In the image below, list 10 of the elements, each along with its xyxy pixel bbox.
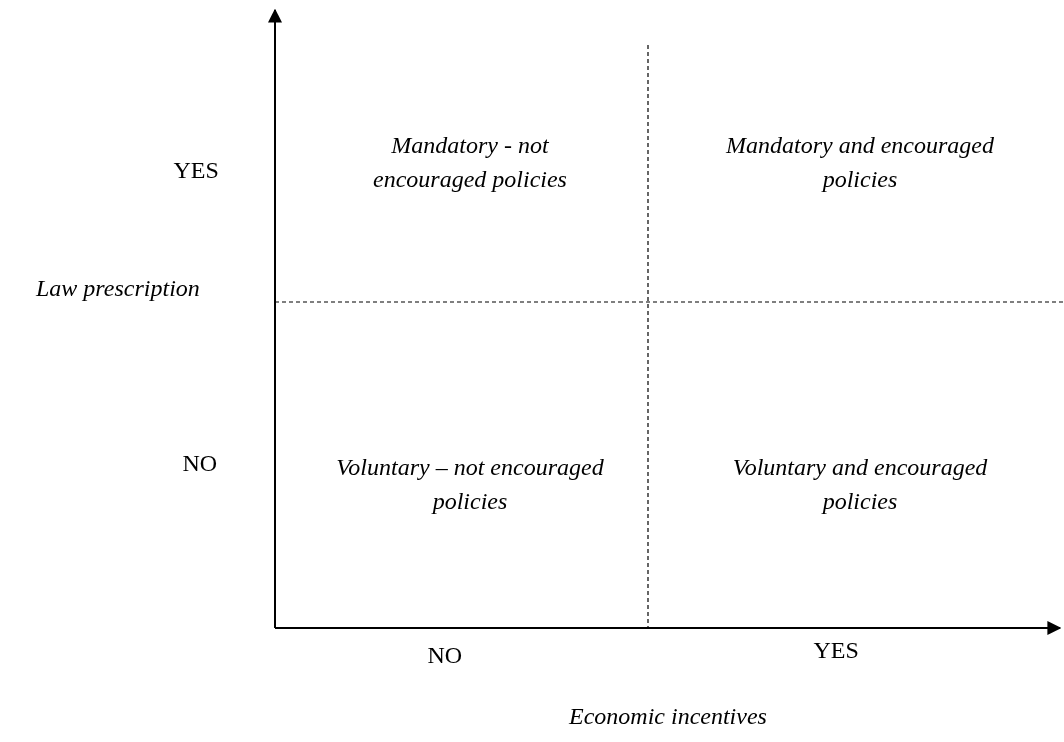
axis-value-label: YES [173, 156, 219, 185]
axis-title: Economic incentives [569, 702, 767, 731]
axis-value-label: NO [427, 641, 463, 670]
axis-value-label: NO [182, 449, 218, 478]
quadrant-label: Mandatory - not encouraged policies [335, 128, 605, 196]
quadrant-label: Mandatory and encouraged policies [725, 128, 995, 196]
axis-value-label: YES [813, 636, 859, 665]
quadrant-label: Voluntary – not encouraged policies [335, 450, 605, 518]
axis-title: Law prescription [36, 274, 200, 303]
quadrant-label: Voluntary and encouraged policies [725, 450, 995, 518]
